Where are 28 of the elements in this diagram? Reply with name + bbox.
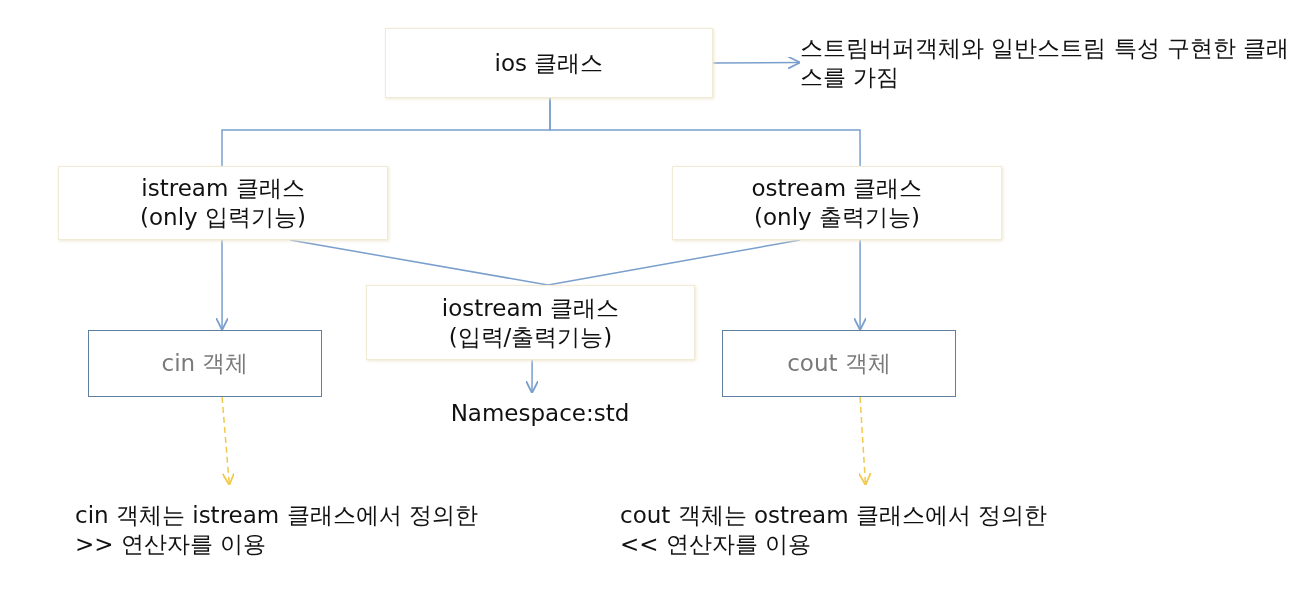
object-box — [722, 330, 956, 397]
connector-line — [549, 97, 861, 167]
arrow — [853, 239, 867, 331]
arrow — [857, 396, 872, 486]
arrow — [525, 359, 539, 394]
class-box — [58, 166, 388, 240]
namespace-text: Namespace:std — [450, 398, 630, 428]
note-text: 스트림버퍼객체와 일반스트림 특성 구현한 클래스를 가짐 — [800, 33, 1291, 92]
note-text: cin 객체는 istream 클래스에서 정의한 >> 연산자를 이용 — [75, 501, 479, 559]
class-box — [672, 166, 1002, 240]
connector-line — [289, 239, 549, 286]
box-sublabel: (only 입력기능) — [140, 203, 306, 232]
box-sublabel: (입력/출력기능) — [448, 322, 613, 352]
box-sublabel: (only 출력기능) — [754, 203, 920, 232]
class-box — [366, 285, 695, 360]
note-text: cout 객체는 ostream 클래스에서 정의한 << 연산자를 이용 — [620, 501, 1049, 559]
arrow — [221, 396, 236, 486]
box-label: istream 클래스 — [141, 174, 305, 203]
box-label: cout 객체 — [787, 349, 891, 378]
box-label: iostream 클래스 — [441, 293, 620, 323]
connector-line — [547, 239, 801, 286]
box-label: ostream 클래스 — [751, 174, 923, 203]
object-box — [88, 330, 322, 397]
box-label: ios 클래스 — [494, 48, 604, 78]
arrow — [215, 239, 229, 331]
box-label: cin 객체 — [161, 349, 249, 378]
arrow — [712, 55, 801, 70]
class-box — [385, 28, 713, 98]
